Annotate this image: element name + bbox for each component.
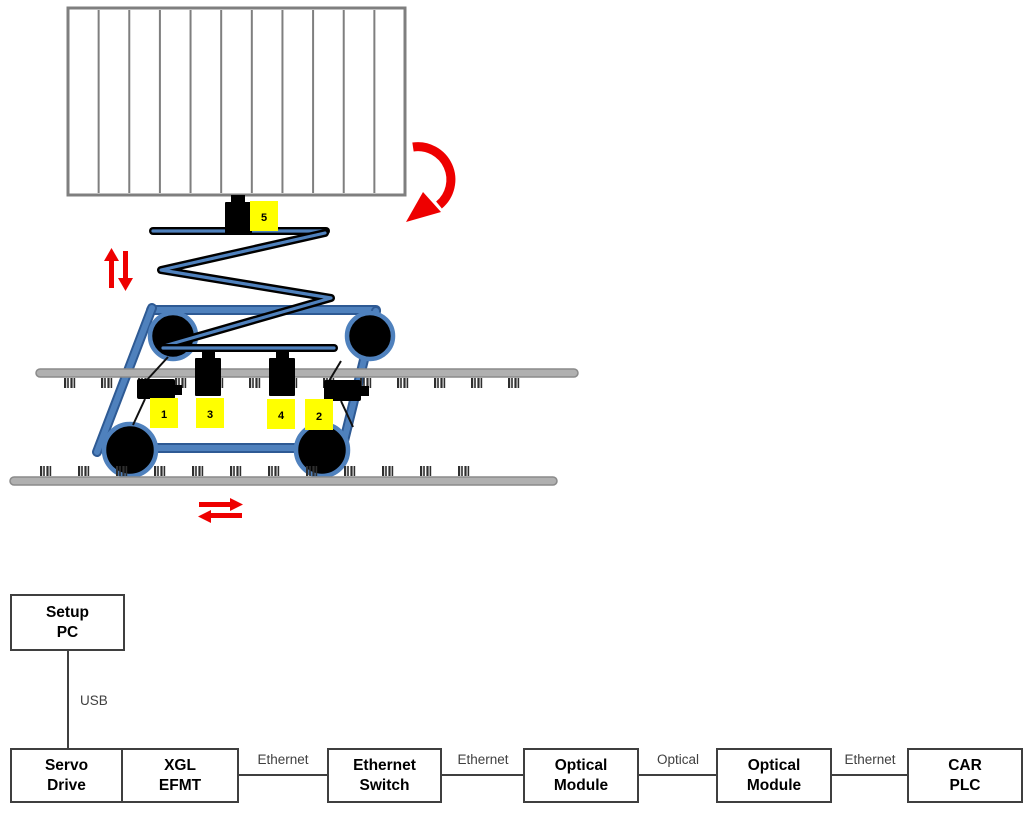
wheels xyxy=(101,310,396,479)
mechanism-figure: 1 3 4 2 5 xyxy=(9,6,579,523)
motor-label-3-text: 3 xyxy=(207,409,213,421)
link-label-ethernet-3: Ethernet xyxy=(844,752,896,767)
rack-outline xyxy=(66,6,407,197)
node-car-plc: CAR PLC xyxy=(907,748,1023,803)
motor-label-4-text: 4 xyxy=(278,410,285,422)
node-car-plc-label: CAR PLC xyxy=(948,756,982,794)
motor-label-3: 3 xyxy=(196,398,224,428)
node-optical-module-2: Optical Module xyxy=(716,748,832,803)
scissor-lift xyxy=(149,227,338,352)
node-optical-module-2-label: Optical Module xyxy=(746,756,802,794)
optical-connector xyxy=(639,774,716,776)
upper-right-wheel xyxy=(344,310,396,362)
pallet-rack xyxy=(66,6,407,197)
horizontal-motion-arrows-icon xyxy=(198,498,243,523)
frame-left-strut xyxy=(94,305,155,455)
ethernet-connector-2 xyxy=(442,774,523,776)
motor-number-labels: 1 3 4 2 5 xyxy=(150,201,333,430)
lower-rail xyxy=(9,476,558,486)
motor-2 xyxy=(324,380,369,401)
lower-rail-position-marks xyxy=(40,466,470,476)
drive-motors xyxy=(137,350,369,401)
lower-left-wheel xyxy=(101,421,159,479)
motor-label-2-text: 2 xyxy=(316,411,322,423)
ethernet-connector-3 xyxy=(832,774,907,776)
motor-3 xyxy=(195,350,221,396)
link-label-ethernet-1: Ethernet xyxy=(257,752,309,767)
motor-label-2: 2 xyxy=(305,399,333,430)
motor-linkages xyxy=(132,356,354,428)
motor-4 xyxy=(269,350,295,396)
node-xgl-efmt-label: XGL EFMT xyxy=(158,756,202,794)
node-optical-module-1: Optical Module xyxy=(523,748,639,803)
node-servo-drive: Servo Drive xyxy=(10,748,123,803)
node-setup-pc-label: Setup PC xyxy=(45,603,90,641)
motor-label-4: 4 xyxy=(267,399,295,429)
scissor-arms xyxy=(159,231,333,348)
rotation-arrow-icon xyxy=(406,142,456,222)
vertical-motion-arrows-icon xyxy=(104,248,133,291)
ethernet-connector-1 xyxy=(239,774,327,776)
motor-label-1: 1 xyxy=(150,398,178,428)
motor-label-5-text: 5 xyxy=(261,212,267,224)
link-label-ethernet-2: Ethernet xyxy=(457,752,509,767)
node-ethernet-switch-label: Ethernet Switch xyxy=(353,756,416,794)
motor-label-5: 5 xyxy=(250,201,278,231)
lift-motor xyxy=(225,195,252,235)
node-servo-drive-label: Servo Drive xyxy=(44,756,89,794)
node-optical-module-1-label: Optical Module xyxy=(553,756,609,794)
link-label-optical: Optical xyxy=(656,752,700,767)
usb-connector-line xyxy=(67,651,69,748)
motor-label-1-text: 1 xyxy=(161,409,167,421)
node-ethernet-switch: Ethernet Switch xyxy=(327,748,442,803)
upper-rail xyxy=(35,368,579,378)
motor-1 xyxy=(137,379,182,399)
node-setup-pc: Setup PC xyxy=(10,594,125,651)
node-xgl-efmt: XGL EFMT xyxy=(121,748,239,803)
link-label-usb: USB xyxy=(80,693,108,708)
rack-dividers xyxy=(97,10,376,193)
lower-right-wheel xyxy=(293,421,351,479)
